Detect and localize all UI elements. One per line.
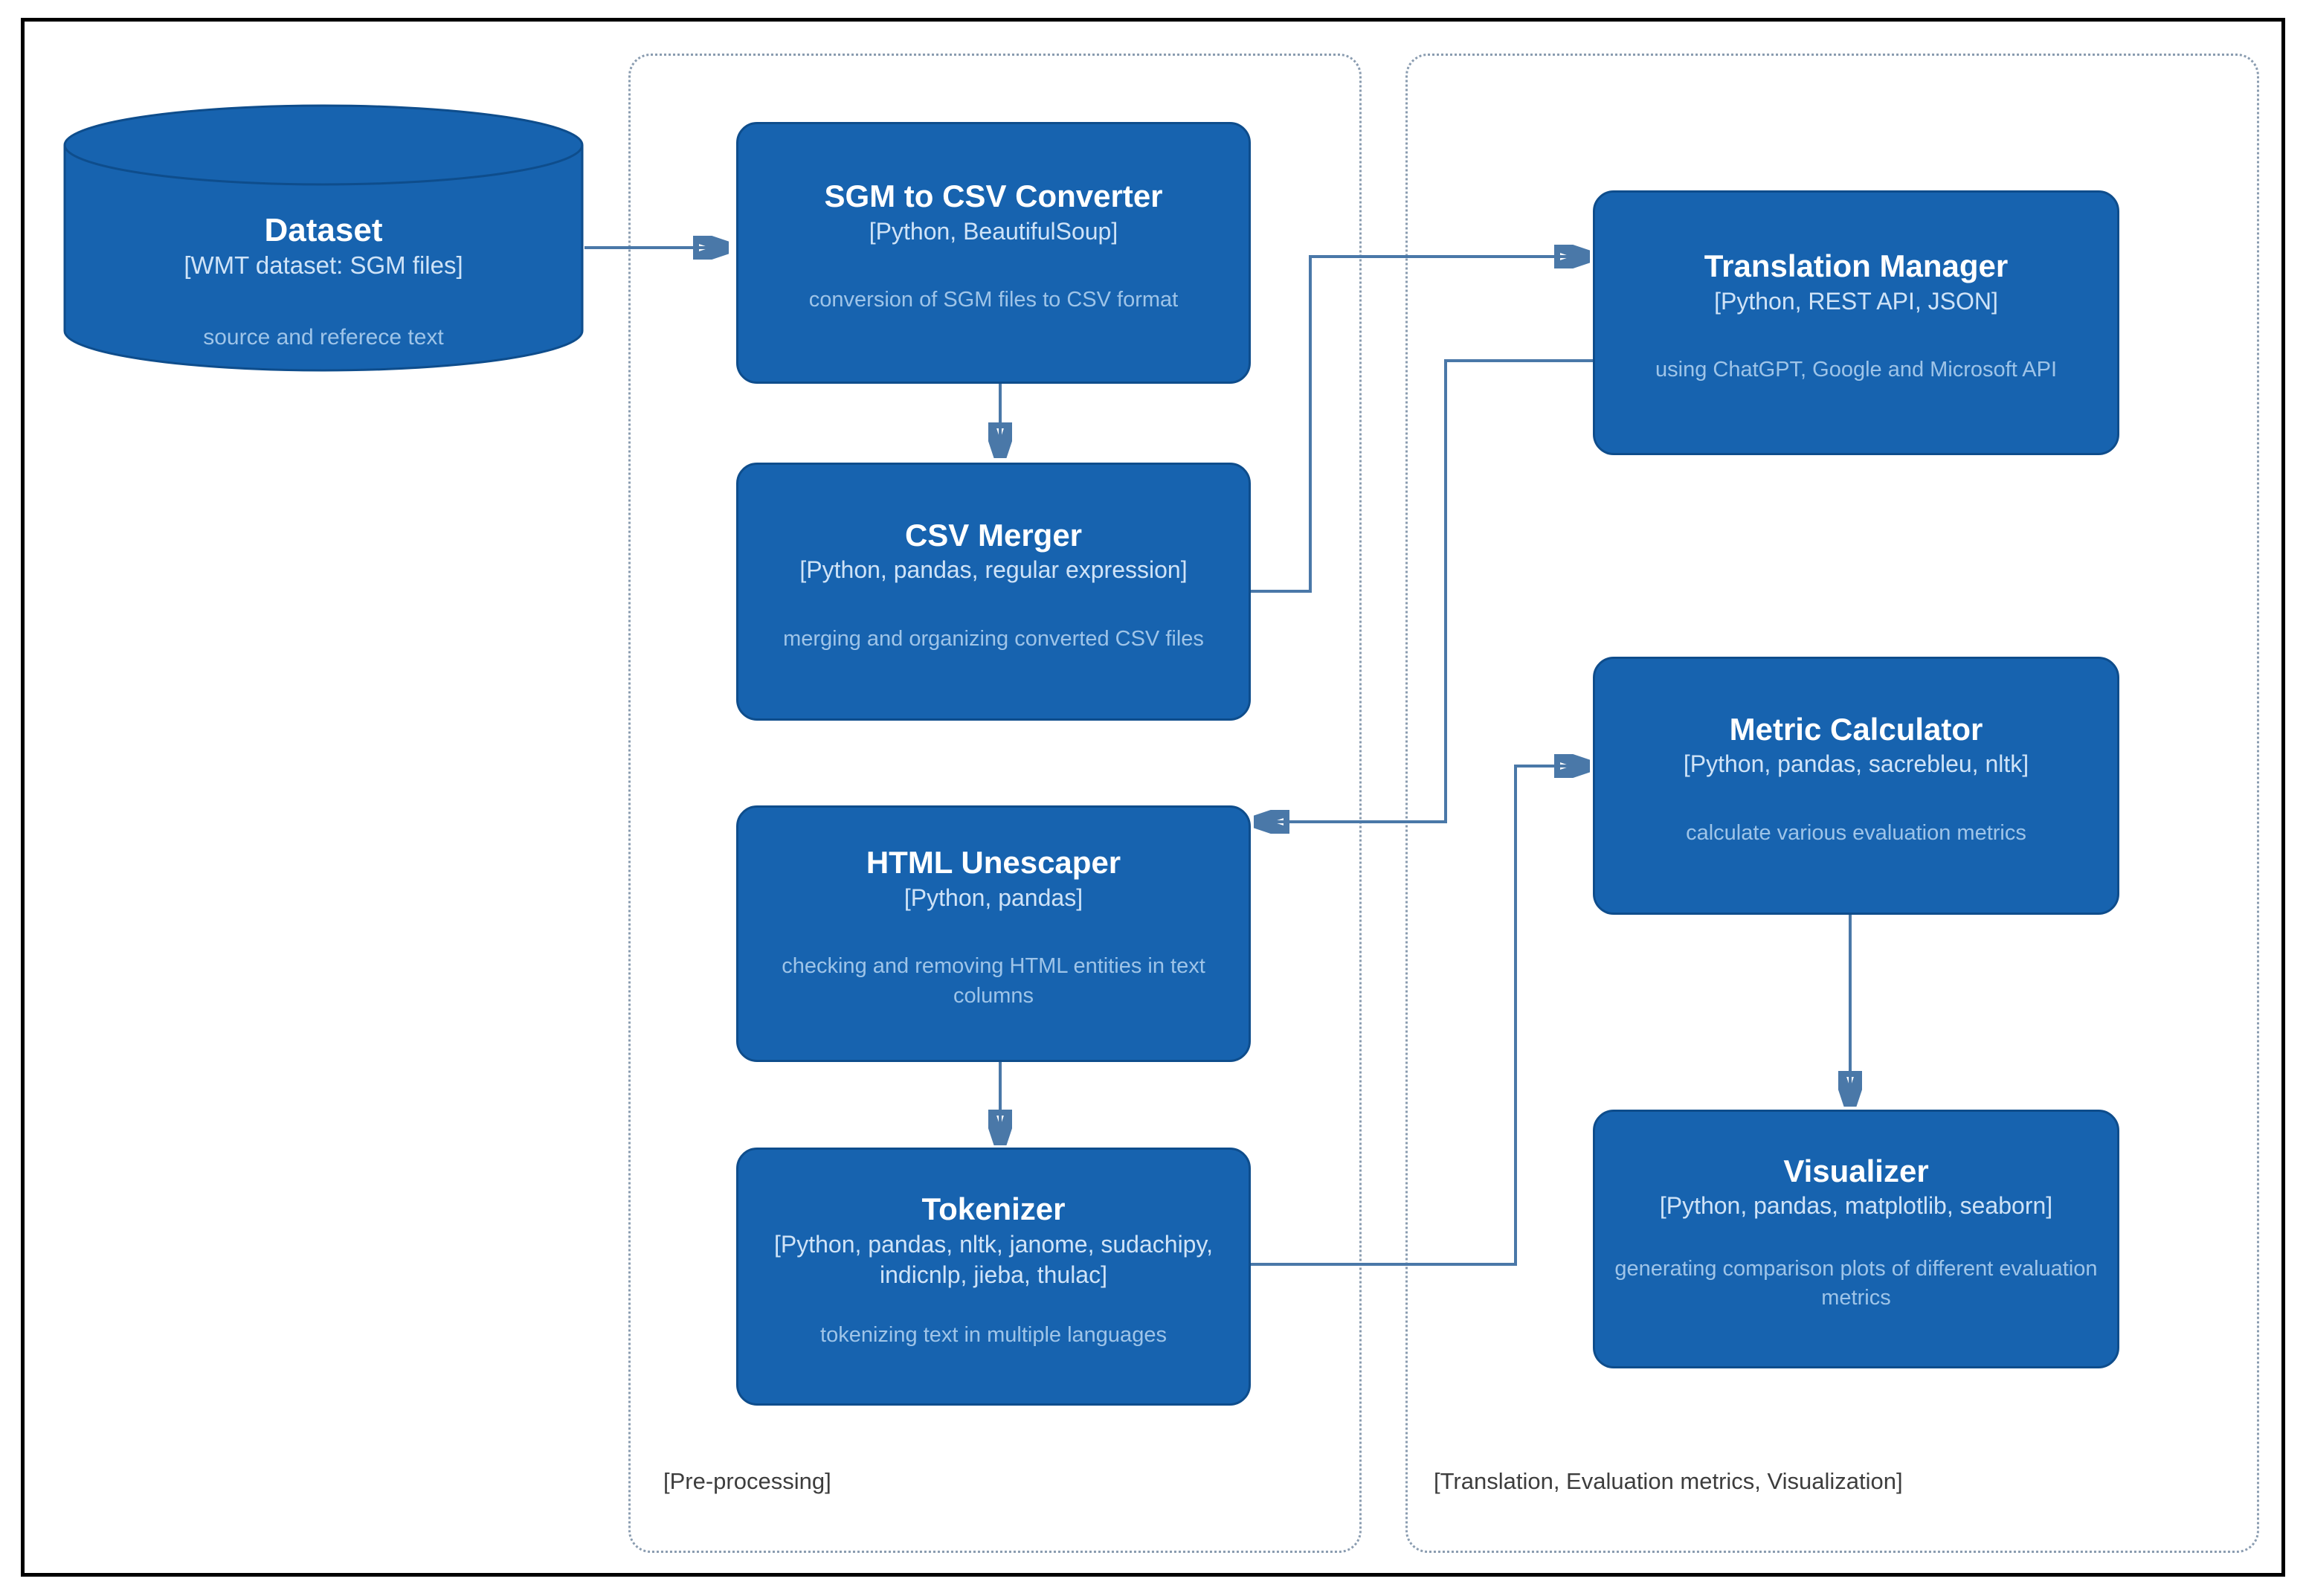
node-html-unescaper: HTML Unescaper [Python, pandas] checking… [736, 805, 1251, 1062]
node-description: tokenizing text in multiple languages [820, 1322, 1167, 1347]
node-subtitle: [Python, REST API, JSON] [1714, 287, 1998, 315]
node-description: checking and removing HTML entities in t… [782, 954, 1205, 1008]
node-description: generating comparison plots of different… [1614, 1256, 2098, 1310]
container-label-translation-evaluation-visualization: [Translation, Evaluation metrics, Visual… [1434, 1468, 1903, 1494]
node-subtitle: [Python, pandas, regular expression] [799, 556, 1188, 584]
node-title: SGM to CSV Converter [824, 178, 1163, 214]
node-title: Tokenizer [921, 1191, 1066, 1227]
node-description: conversion of SGM files to CSV format [808, 288, 1179, 312]
node-dataset: Dataset [WMT dataset: SGM files] source … [63, 104, 584, 372]
node-visualizer: Visualizer [Python, pandas, matplotlib, … [1593, 1110, 2119, 1368]
node-title: Metric Calculator [1729, 711, 1983, 747]
node-subtitle: [Python, pandas, nltk, janome, sudachipy… [774, 1230, 1213, 1289]
database-cylinder-icon [63, 104, 584, 372]
dataset-title: Dataset [264, 211, 383, 248]
dataset-subtitle: [WMT dataset: SGM files] [184, 251, 463, 280]
node-csv-merger: CSV Merger [Python, pandas, regular expr… [736, 463, 1251, 721]
node-subtitle: [Python, pandas, matplotlib, seaborn] [1659, 1192, 2053, 1220]
dataset-description: source and referece text [203, 325, 444, 350]
node-description: using ChatGPT, Google and Microsoft API [1655, 358, 2057, 382]
node-title: CSV Merger [904, 517, 1083, 553]
node-description: calculate various evaluation metrics [1686, 820, 2026, 845]
node-translation-manager: Translation Manager [Python, REST API, J… [1593, 190, 2119, 455]
node-title: Translation Manager [1704, 248, 2009, 284]
node-description: merging and organizing converted CSV fil… [783, 626, 1204, 651]
node-metric-calculator: Metric Calculator [Python, pandas, sacre… [1593, 657, 2119, 915]
node-subtitle: [Python, pandas, sacrebleu, nltk] [1683, 750, 2029, 778]
node-tokenizer: Tokenizer [Python, pandas, nltk, janome,… [736, 1148, 1251, 1406]
node-subtitle: [Python, pandas] [904, 884, 1083, 911]
node-subtitle: [Python, BeautifulSoup] [869, 217, 1118, 245]
node-sgm-to-csv-converter: SGM to CSV Converter [Python, BeautifulS… [736, 122, 1251, 384]
node-title: HTML Unescaper [866, 845, 1121, 881]
container-label-pre-processing: [Pre-processing] [663, 1468, 831, 1494]
node-title: Visualizer [1783, 1153, 1929, 1188]
